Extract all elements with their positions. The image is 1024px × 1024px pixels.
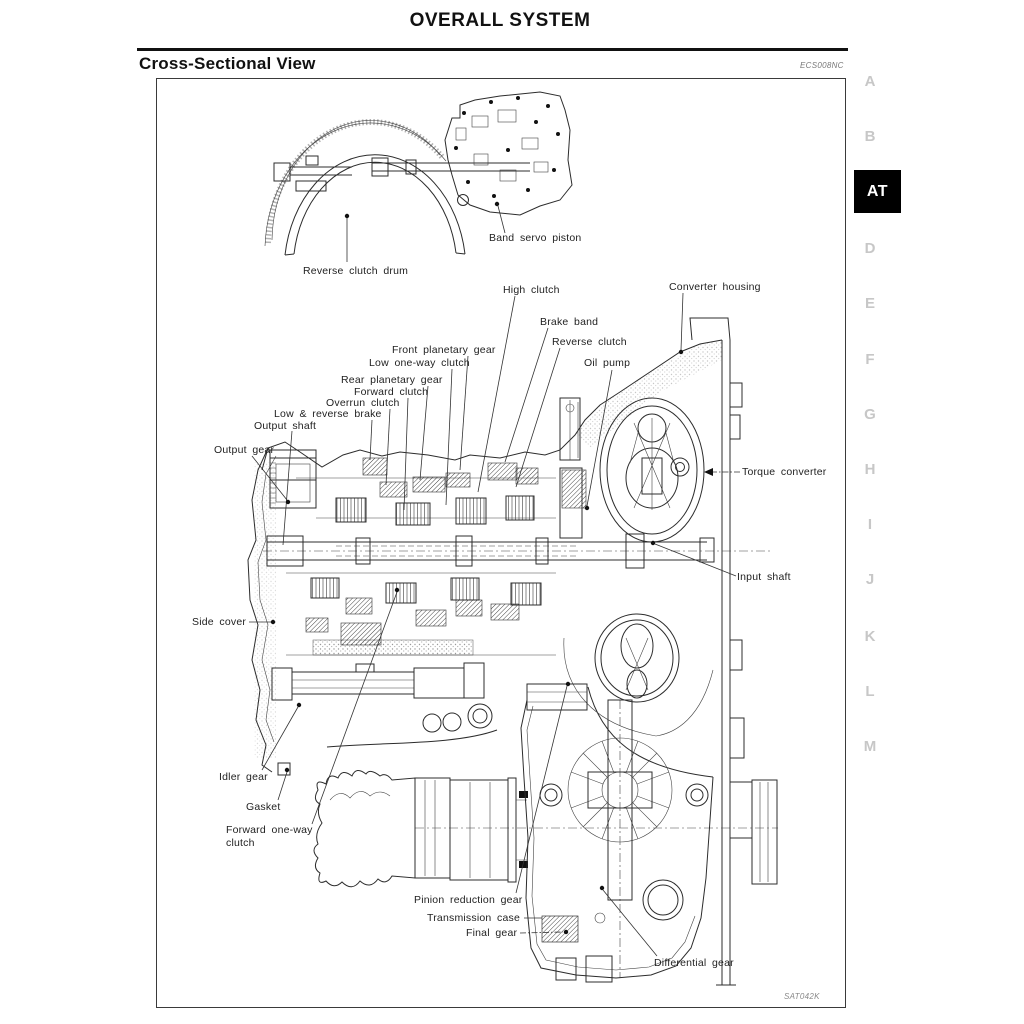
side-cover-drawing bbox=[247, 447, 317, 776]
section-code: ECS008NC bbox=[800, 61, 844, 70]
label-forward-one-way-clutch-line2: clutch bbox=[226, 837, 255, 849]
page-title: OVERALL SYSTEM bbox=[409, 10, 591, 31]
section-title: Cross-Sectional View bbox=[139, 54, 316, 73]
sidebar-tab-a: A bbox=[864, 73, 876, 90]
label-torque-converter: Torque converter bbox=[742, 466, 827, 478]
oil-pump-drawing bbox=[559, 397, 587, 539]
sidebar-tab-b: B bbox=[864, 128, 876, 145]
shaft-drawing bbox=[266, 533, 715, 569]
label-low-reverse-brake: Low & reverse brake bbox=[274, 408, 382, 420]
label-idler-gear: Idler gear bbox=[219, 771, 268, 783]
label-transmission-case: Transmission case bbox=[427, 912, 521, 924]
label-overrun-clutch: Overrun clutch bbox=[326, 397, 400, 409]
top-inset-drawing bbox=[264, 91, 573, 256]
label-forward-clutch: Forward clutch bbox=[354, 386, 429, 398]
sidebar-tab-j: J bbox=[865, 571, 875, 588]
label-rear-planetary-gear: Rear planetary gear bbox=[341, 374, 443, 386]
figure-border bbox=[156, 78, 846, 1008]
label-reverse-clutch: Reverse clutch bbox=[552, 336, 627, 348]
label-reverse-clutch-drum: Reverse clutch drum bbox=[303, 265, 409, 277]
label-pinion-reduction-gear: Pinion reduction gear bbox=[414, 894, 523, 906]
sidebar-tab-e: E bbox=[864, 295, 875, 312]
label-converter-housing: Converter housing bbox=[669, 281, 761, 293]
label-front-planetary-gear: Front planetary gear bbox=[392, 344, 496, 356]
label-low-one-way-clutch: Low one-way clutch bbox=[369, 357, 470, 369]
lower-gear-train-drawing bbox=[286, 572, 556, 656]
sidebar-tab-m: M bbox=[863, 738, 877, 755]
label-final-gear: Final gear bbox=[466, 927, 518, 939]
label-high-clutch: High clutch bbox=[503, 284, 560, 296]
sidebar-tab-i: I bbox=[867, 516, 873, 533]
drive-shaft-boot-drawing bbox=[313, 770, 528, 888]
label-output-gear: Output gear bbox=[214, 444, 275, 456]
sidebar-tab-f: F bbox=[865, 351, 875, 368]
label-gasket: Gasket bbox=[246, 801, 281, 813]
sidebar-tab-l: L bbox=[865, 683, 875, 700]
label-band-servo-piston: Band servo piston bbox=[489, 232, 582, 244]
sidebar-tab-at-active: AT bbox=[854, 170, 901, 213]
label-differential-gear: Differential gear bbox=[654, 957, 734, 969]
idler-gear-drawing bbox=[271, 662, 498, 748]
label-forward-one-way-clutch: Forward one-way clutch bbox=[226, 824, 313, 850]
label-input-shaft: Input shaft bbox=[737, 571, 791, 583]
sidebar-tab-h: H bbox=[864, 461, 876, 478]
differential-drawing bbox=[520, 683, 778, 983]
sidebar-tab-k: K bbox=[864, 628, 876, 645]
upper-gear-train-drawing bbox=[296, 457, 556, 526]
label-brake-band: Brake band bbox=[540, 316, 599, 328]
main-cross-section bbox=[247, 317, 778, 986]
label-forward-one-way-clutch-line1: Forward one-way bbox=[226, 824, 313, 836]
label-side-cover: Side cover bbox=[192, 616, 247, 628]
callout-leader-lines bbox=[249, 201, 740, 957]
label-oil-pump: Oil pump bbox=[584, 357, 631, 369]
header-rule bbox=[137, 48, 848, 51]
label-output-shaft: Output shaft bbox=[254, 420, 317, 432]
torque-converter-drawing bbox=[594, 397, 705, 703]
figure-code: SAT042K bbox=[784, 992, 820, 1001]
sidebar-tab-g: G bbox=[864, 406, 876, 423]
sidebar-tab-d: D bbox=[864, 240, 876, 257]
